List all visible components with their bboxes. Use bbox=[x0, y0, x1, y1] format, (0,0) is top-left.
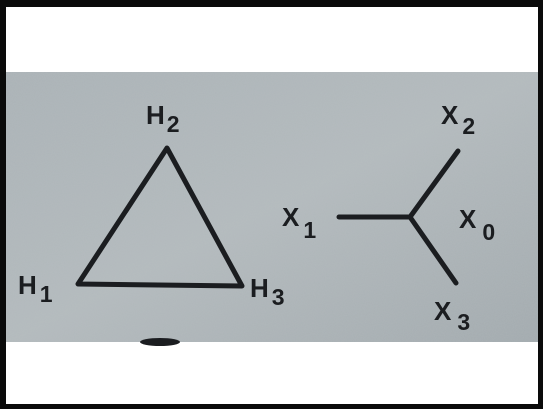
photo-grain bbox=[6, 72, 538, 342]
star-graph bbox=[336, 148, 461, 286]
label-h2: H2 bbox=[146, 100, 180, 137]
edge-x0-x3 bbox=[407, 214, 459, 286]
bottom-smudge bbox=[140, 338, 180, 346]
edge-x0-x2 bbox=[407, 148, 461, 220]
triangle-graph bbox=[75, 145, 245, 289]
